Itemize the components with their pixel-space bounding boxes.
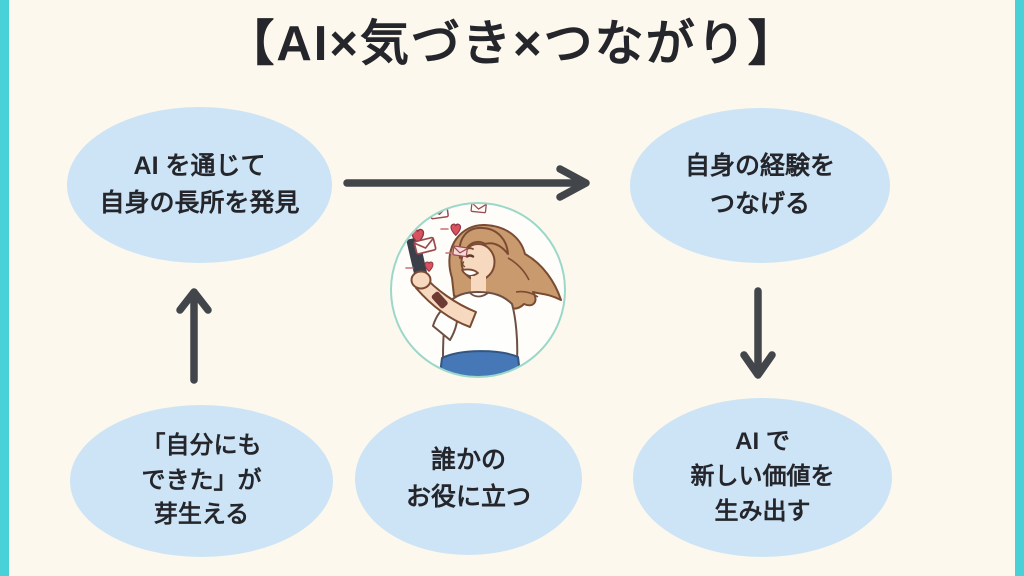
node-line: 自身の経験を — [684, 152, 835, 180]
node-line: お役に立つ — [405, 483, 531, 511]
node-create-new-value-with-ai: AI で 新しい価値を 生み出す — [633, 398, 892, 557]
node-line: 「自分にも — [141, 431, 262, 459]
page-title: 【AI×気づき×つながり】 — [225, 17, 799, 71]
node-line: 新しい価値を — [690, 463, 835, 491]
node-line: 誰かの — [430, 445, 506, 474]
node-line: 生み出す — [714, 497, 811, 525]
node-line: AI で — [735, 428, 790, 456]
arrow-right-icon — [343, 165, 590, 201]
arrow-down-icon — [740, 287, 776, 379]
node-help-someone: 誰かの お役に立つ — [355, 403, 582, 555]
arrow-up-icon — [176, 288, 212, 384]
node-line: つなげる — [709, 189, 810, 218]
node-line: AI を通じて — [133, 151, 266, 180]
node-line: 芽生える — [153, 501, 250, 529]
node-connect-experience: 自身の経験を つなげる — [630, 108, 890, 263]
node-i-can-do-it-sprouts: 「自分にも できた」が 芽生える — [70, 405, 333, 557]
node-ai-discover-strengths: AI を通じて 自身の長所を発見 — [67, 107, 332, 263]
node-line: できた」が — [141, 466, 262, 494]
right-edge-strip — [1015, 0, 1024, 576]
center-illustration-woman-with-phone — [390, 202, 566, 378]
left-edge-strip — [0, 0, 9, 576]
node-line: 自身の長所を発見 — [99, 189, 300, 217]
